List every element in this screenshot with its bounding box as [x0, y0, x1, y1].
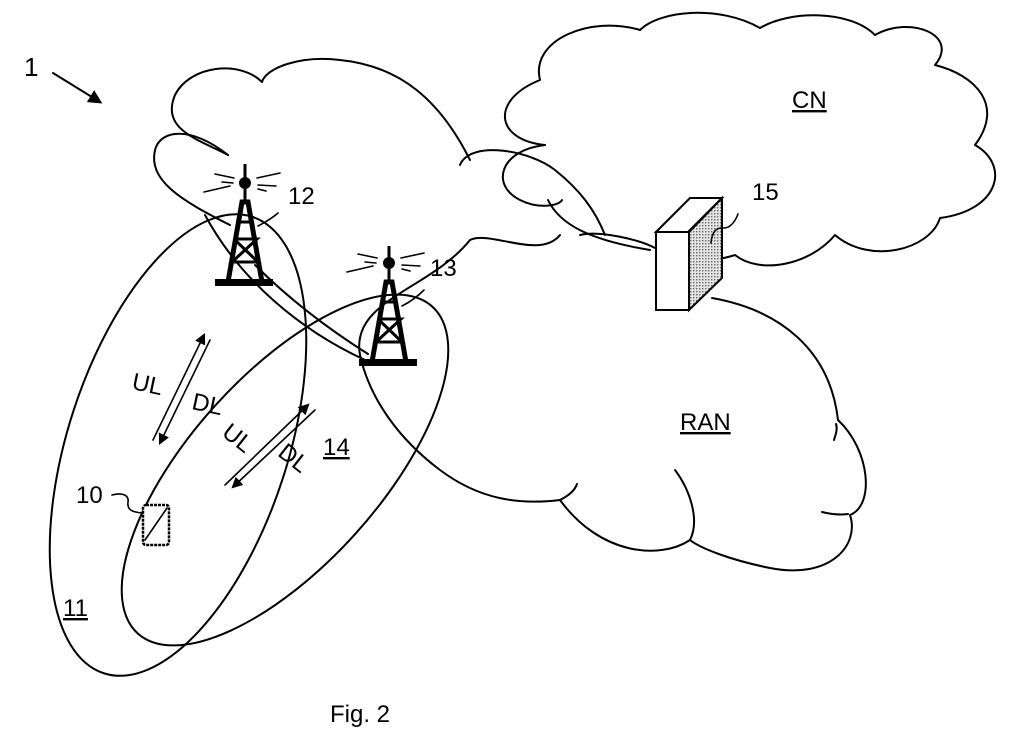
node-b-ref: 13 — [430, 255, 457, 282]
cell-a-radio-link: UL DL — [130, 332, 226, 446]
system-reference: 1 — [24, 52, 103, 104]
uplink-label: UL — [130, 368, 166, 401]
downlink-label: DL — [190, 388, 226, 421]
core-node: 15 — [653, 179, 779, 313]
node-a-ref: 12 — [288, 183, 315, 210]
radio-tower-icon — [203, 164, 281, 286]
left-cloud — [153, 58, 606, 236]
downlink-arrow — [231, 409, 316, 489]
system-ref-label: 1 — [24, 52, 38, 82]
device-ref: 10 — [76, 482, 103, 509]
cell-a-ref: 11 — [63, 595, 88, 622]
ran-cloud: RAN — [358, 234, 867, 572]
cn-label: CN — [792, 87, 827, 114]
cell-b-ref: 14 — [323, 434, 350, 461]
figure-caption: Fig. 2 — [330, 701, 390, 728]
core-node-ref: 15 — [752, 179, 779, 206]
system-ref-arrow — [52, 72, 103, 104]
uplink-label: UL — [217, 418, 258, 458]
radio-tower-icon — [346, 246, 425, 366]
ran-label: RAN — [680, 409, 731, 436]
cell-area-11 — [48, 213, 308, 677]
uplink-arrow — [152, 332, 206, 441]
downlink-arrow — [158, 339, 211, 446]
wireless-device: 10 — [76, 482, 171, 547]
backhaul-link — [254, 264, 369, 355]
network-node-b: 13 — [346, 246, 457, 366]
network-node-a: 12 — [203, 164, 315, 286]
core-network-cloud: CN — [501, 11, 997, 267]
uplink-arrow — [224, 403, 310, 486]
cell-area-14 — [120, 293, 450, 647]
